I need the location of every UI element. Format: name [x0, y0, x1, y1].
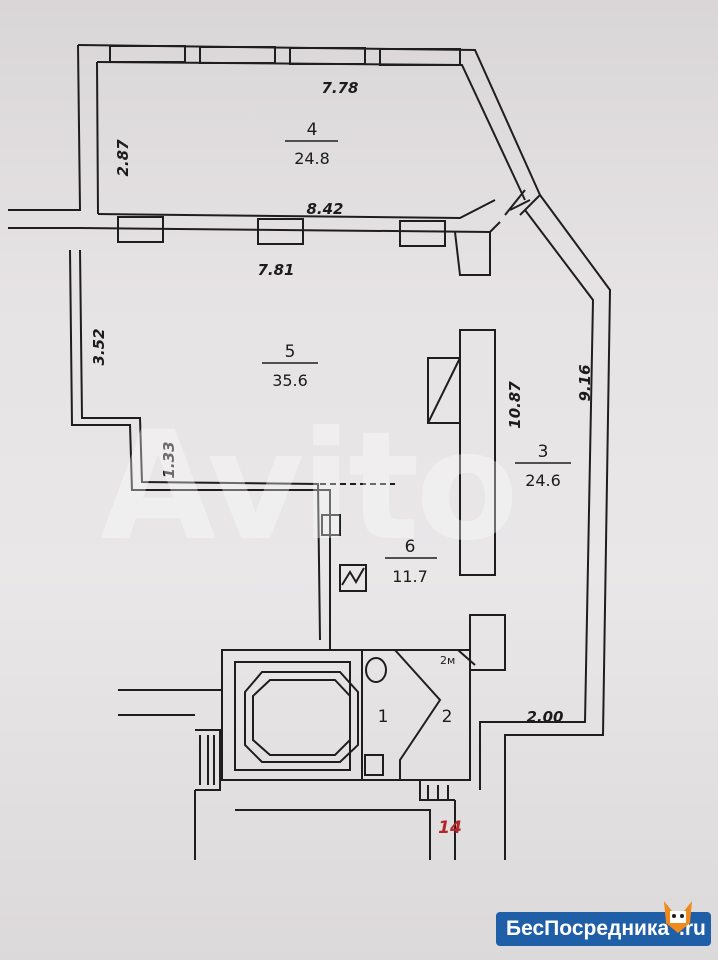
wall-bump — [454, 231, 491, 276]
room3-number: 3 — [538, 442, 549, 462]
wall-right-inner — [479, 209, 595, 790]
window-2 — [199, 46, 276, 64]
window-5 — [117, 216, 164, 243]
dim-mid-wall: 8.42 — [306, 200, 343, 218]
dim-room3-inner: 10.87 — [506, 381, 524, 429]
brand-text: БесПосредника — [506, 917, 670, 940]
window-4 — [379, 48, 461, 66]
dim-room5-width: 7.81 — [257, 261, 294, 279]
room6-number: 6 — [405, 537, 416, 557]
room6-area: 11.7 — [392, 567, 428, 586]
window-side — [427, 357, 461, 424]
room3-area: 24.6 — [525, 471, 561, 490]
room5-area: 35.6 — [272, 371, 308, 390]
wall-room4-outer — [77, 44, 542, 216]
wall-left-top — [8, 44, 82, 211]
wall-bottom — [118, 689, 456, 860]
room2-number: 2 — [442, 707, 453, 727]
fox-logo-icon — [664, 901, 692, 933]
dim-bottom-right: 2.00 — [526, 708, 563, 726]
wall-left-top-inner — [96, 61, 99, 215]
room5-number: 5 — [285, 342, 296, 362]
wall-bath-inner — [234, 661, 351, 771]
dim-small: 2м — [440, 654, 455, 667]
wall-room5-left-inner — [79, 249, 321, 641]
wall-bath-outer — [221, 649, 471, 781]
window-7 — [399, 220, 446, 247]
dim-right-wall: 9.16 — [576, 364, 594, 401]
dim-step: 1.33 — [160, 441, 178, 478]
wall-divider-top — [97, 199, 496, 220]
outlet-1 — [321, 514, 341, 536]
outlet-2 — [364, 754, 384, 776]
entrance-number: 14 — [438, 818, 462, 838]
boiler — [339, 564, 367, 592]
column-room3 — [459, 329, 496, 576]
window-6 — [257, 218, 304, 245]
bathtub — [244, 671, 359, 763]
wall-room5-left — [69, 249, 331, 650]
room1-number: 1 — [378, 707, 389, 727]
window-1 — [109, 45, 186, 63]
fixture-box — [469, 614, 506, 671]
dim-room4-height: 2.87 — [114, 139, 132, 177]
wall-divider — [8, 221, 501, 234]
room4-number: 4 — [307, 120, 318, 140]
stairs — [195, 729, 221, 791]
toilet — [365, 657, 387, 683]
room4-area: 24.8 — [294, 149, 330, 168]
window-3 — [289, 47, 366, 65]
wall-right-outer — [504, 194, 612, 860]
dim-top-width: 7.78 — [321, 79, 358, 97]
dim-room5-height: 3.52 — [90, 328, 108, 365]
